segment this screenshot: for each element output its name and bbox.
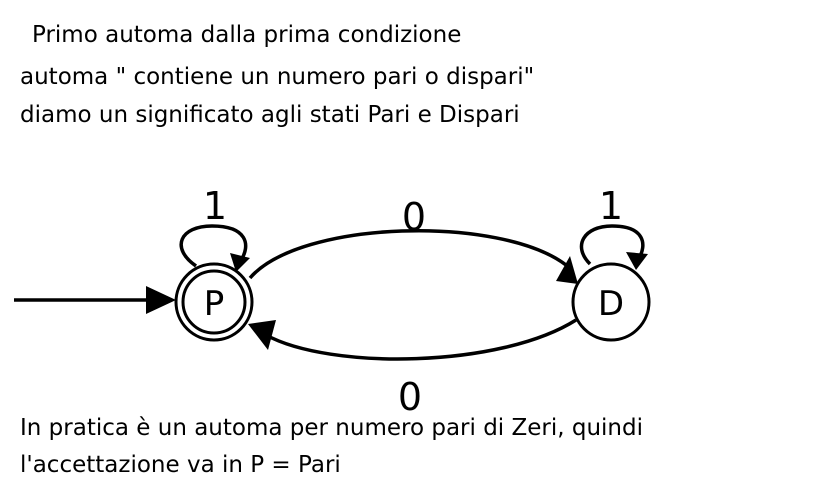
description-line-2: diamo un significato agli stati Pari e D… — [20, 102, 520, 128]
transition-D-P: 0 — [248, 318, 577, 419]
footer-line-2: l'accettazione va in P = Pari — [20, 452, 341, 478]
description-line-1: automa " contiene un numero pari o dispa… — [20, 64, 535, 90]
transition-D-D: 1 — [579, 184, 648, 270]
state-label-D: D — [598, 284, 624, 324]
initial-arrow — [14, 286, 176, 314]
transition-label-P-D: 0 — [402, 195, 426, 239]
state-D: D — [571, 262, 651, 342]
transition-P-P: 1 — [179, 184, 250, 272]
transition-P-D: 0 — [248, 195, 578, 284]
state-label-P: P — [204, 284, 225, 324]
transition-label-D-D: 1 — [599, 184, 623, 228]
state-P: P — [174, 262, 254, 342]
transition-label-P-P: 1 — [203, 184, 227, 228]
page-title: Primo automa dalla prima condizione — [32, 22, 462, 48]
footer-line-1: In pratica è un automa per numero pari d… — [20, 415, 643, 441]
transition-label-D-P: 0 — [398, 375, 422, 419]
